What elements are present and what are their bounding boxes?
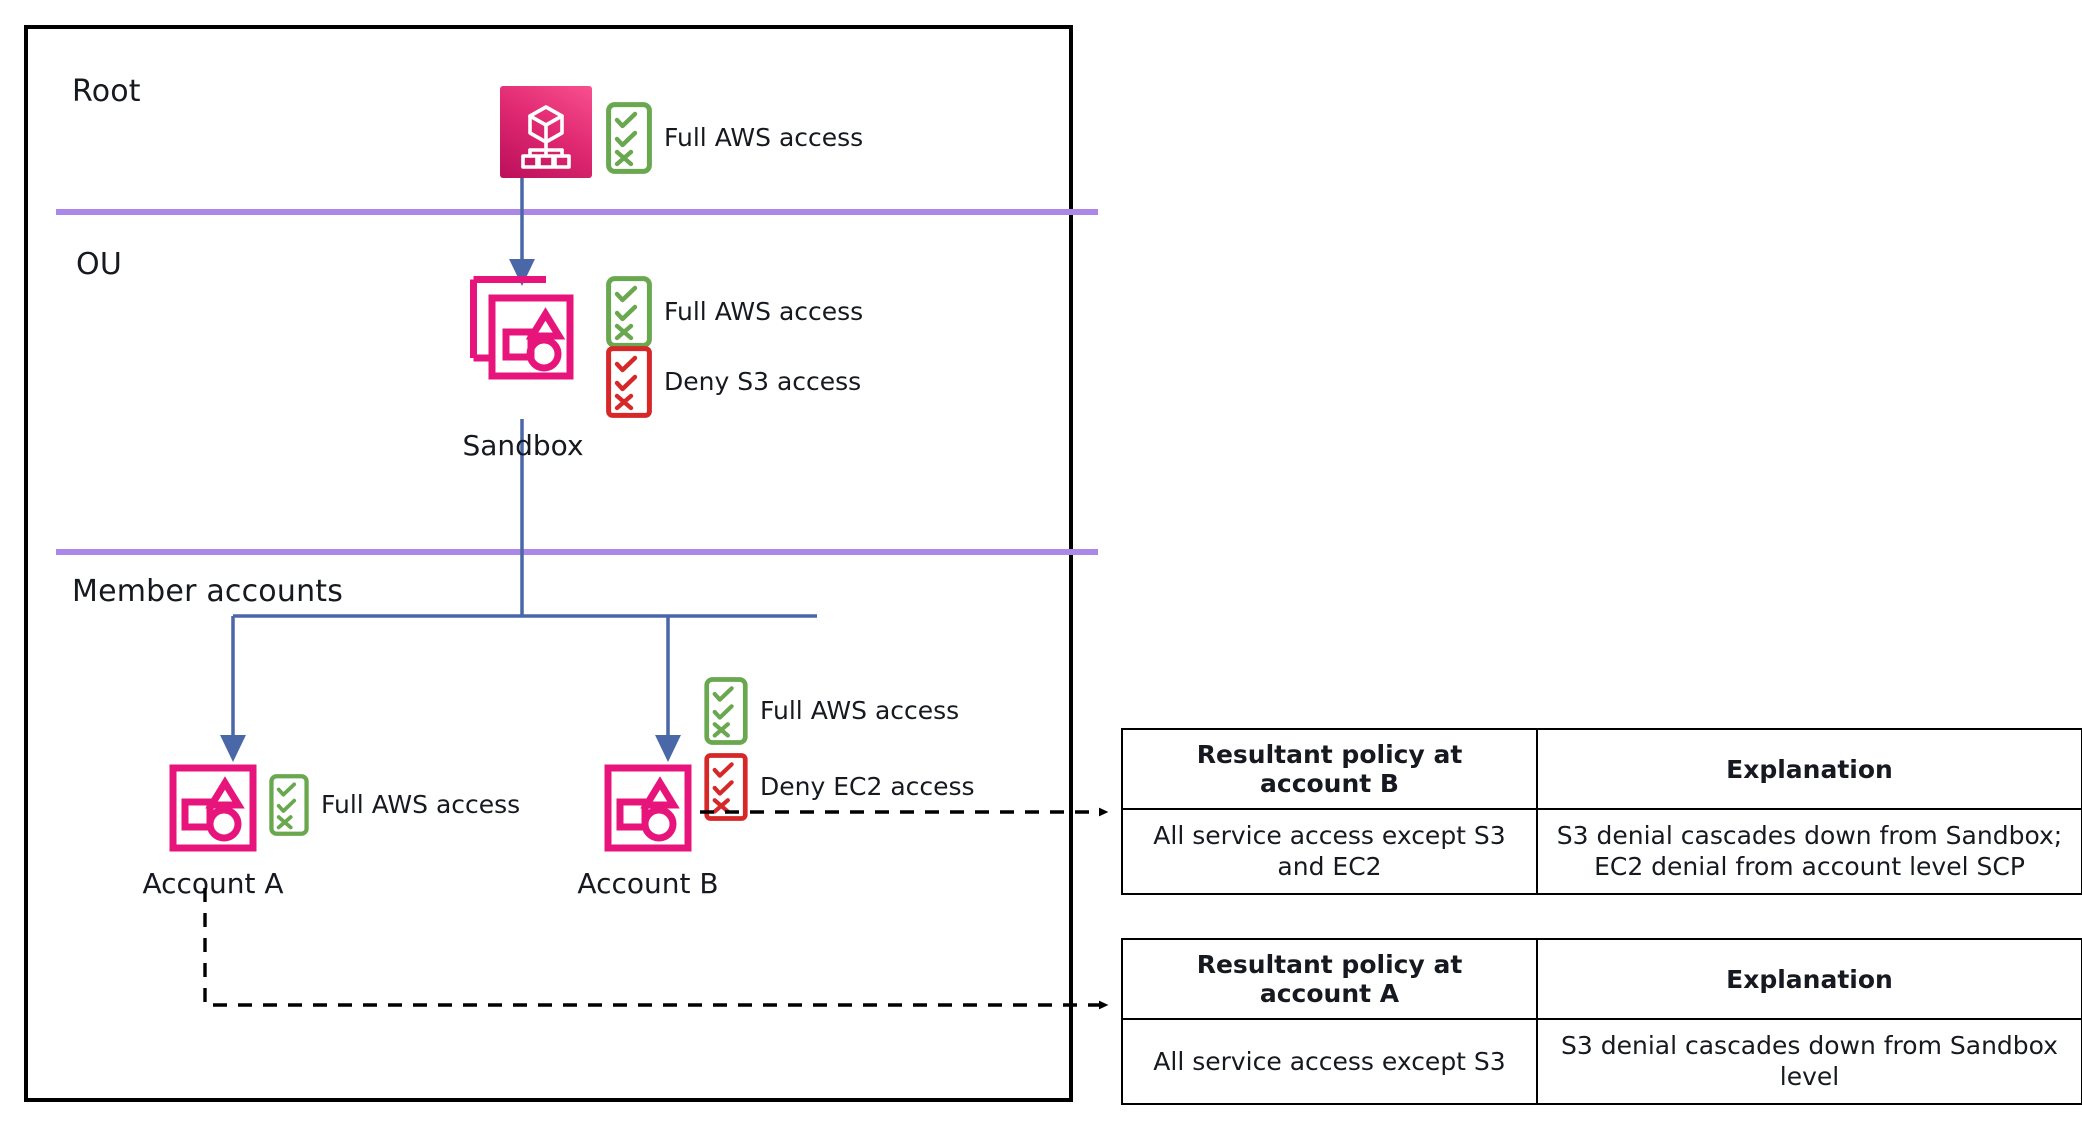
column-header-resultant-policy: Resultant policy at account A (1121, 938, 1538, 1020)
policy-account-b-full-aws-access: Full AWS access (704, 677, 959, 745)
policy-sandbox-full-aws-access: Full AWS access (606, 276, 863, 348)
table-header-row: Resultant policy at account B Explanatio… (1121, 728, 2082, 810)
table-header-row: Resultant policy at account A Explanatio… (1121, 938, 2082, 1020)
allow-policy-icon (606, 276, 652, 348)
resultant-policy-table-account-b: Resultant policy at account B Explanatio… (1121, 728, 2082, 895)
policy-label: Full AWS access (760, 696, 960, 726)
aws-organizations-icon (500, 86, 592, 178)
divider-ou-member (56, 549, 1098, 555)
policy-sandbox-deny-s3-access: Deny S3 access (606, 346, 861, 418)
organizational-unit-icon (468, 274, 580, 382)
allow-policy-icon (704, 677, 748, 745)
allow-policy-icon (269, 774, 309, 836)
node-label-account-a: Account A (142, 867, 284, 900)
policy-label: Deny EC2 access (760, 772, 975, 802)
deny-policy-icon (606, 346, 652, 418)
allow-policy-icon (606, 102, 652, 174)
cell-resultant-policy: All service access except S3 (1121, 1018, 1538, 1105)
cell-explanation: S3 denial cascades down from Sandbox lev… (1536, 1018, 2082, 1105)
node-label-sandbox: Sandbox (462, 429, 584, 462)
section-label-member-accounts: Member accounts (72, 574, 344, 609)
cell-explanation: S3 denial cascades down from Sandbox; EC… (1536, 808, 2082, 895)
section-label-ou: OU (76, 247, 122, 282)
policy-label: Deny S3 access (664, 367, 862, 397)
table-row: All service access except S3 and EC2 S3 … (1121, 808, 2082, 895)
table-row: All service access except S3 S3 denial c… (1121, 1018, 2082, 1105)
divider-root-ou (56, 209, 1098, 215)
aws-account-icon (604, 764, 692, 852)
column-header-explanation: Explanation (1536, 938, 2082, 1020)
organization-hierarchy-frame: Root OU Member accounts (24, 25, 1098, 1102)
policy-label: Full AWS access (664, 123, 864, 153)
policy-label: Full AWS access (321, 790, 521, 820)
policy-account-a-full-aws-access: Full AWS access (269, 774, 520, 836)
resultant-policy-table-account-a: Resultant policy at account A Explanatio… (1121, 938, 2082, 1105)
policy-root-full-aws-access: Full AWS access (606, 102, 863, 174)
policy-account-b-deny-ec2-access: Deny EC2 access (704, 753, 975, 821)
aws-account-icon (169, 764, 257, 852)
section-label-root: Root (72, 74, 141, 109)
deny-policy-icon (704, 753, 748, 821)
cell-resultant-policy: All service access except S3 and EC2 (1121, 808, 1538, 895)
policy-label: Full AWS access (664, 297, 864, 327)
node-label-account-b: Account B (577, 867, 719, 900)
column-header-explanation: Explanation (1536, 728, 2082, 810)
hierarchy-connector-lines (220, 153, 817, 762)
column-header-resultant-policy: Resultant policy at account B (1121, 728, 1538, 810)
